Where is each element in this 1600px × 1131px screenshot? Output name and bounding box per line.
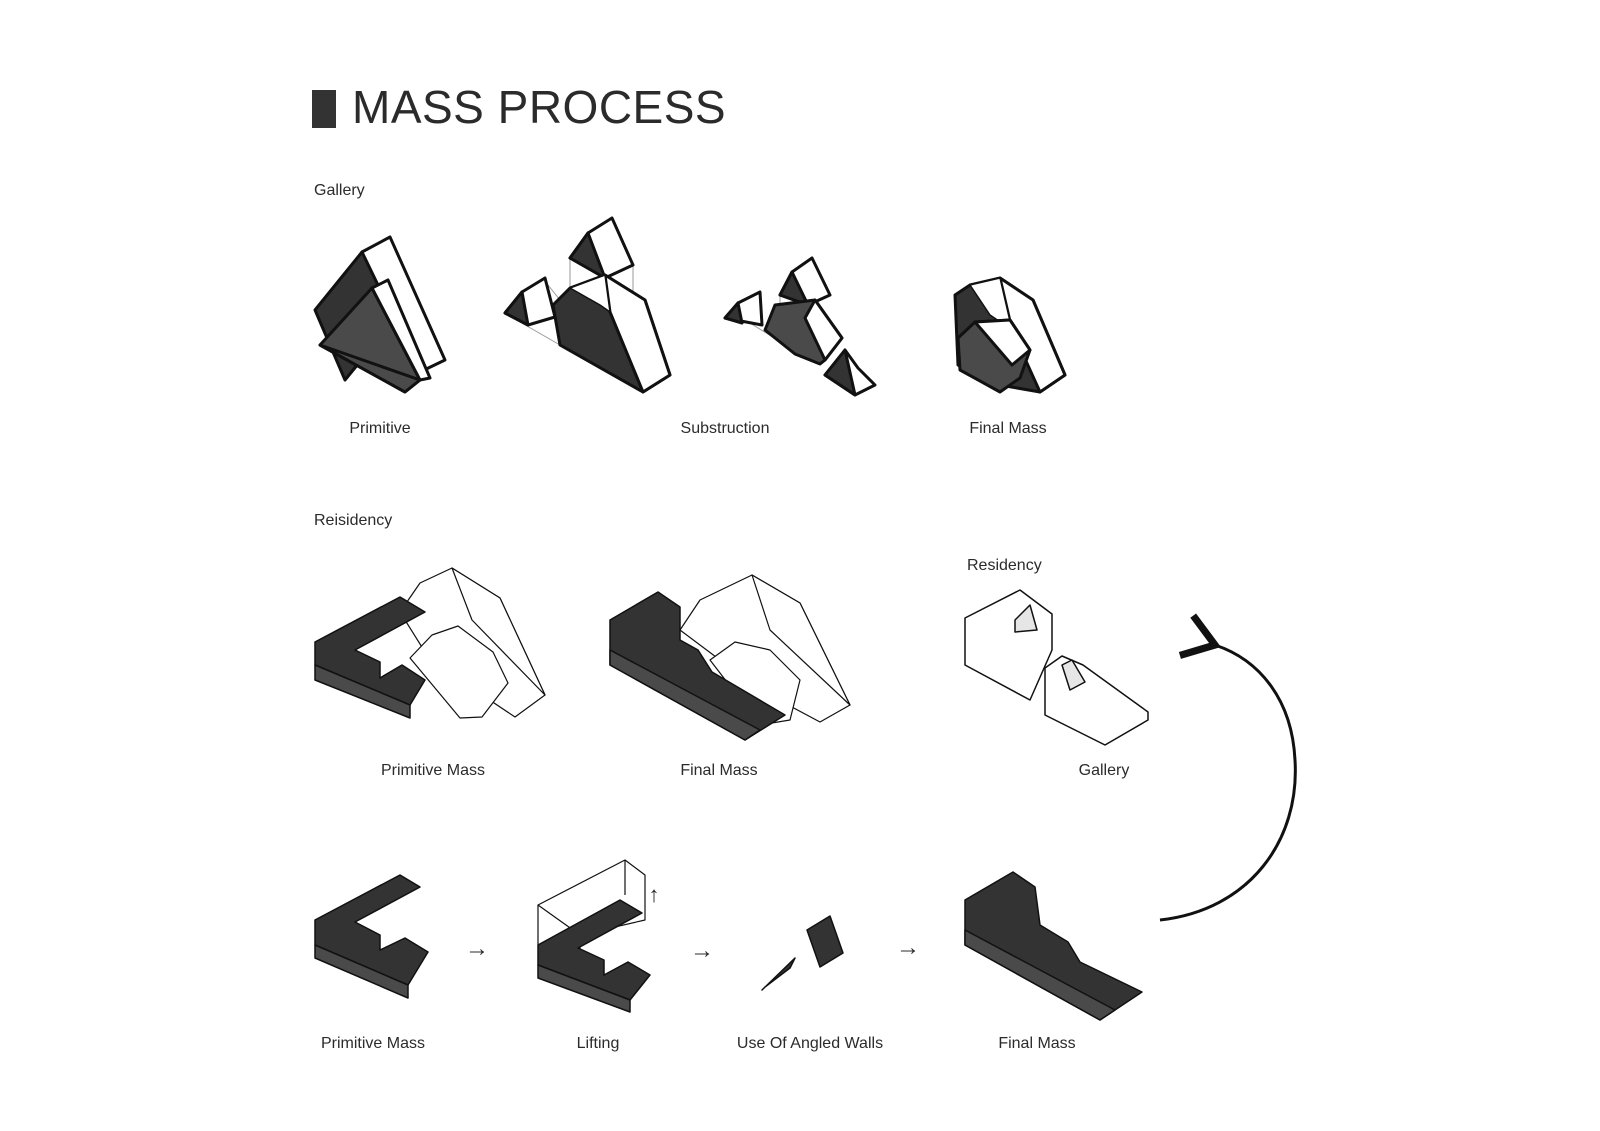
gallery-final-figure [953, 276, 1067, 394]
page-title: MASS PROCESS [352, 81, 727, 133]
caption-gallery-substruction: Substruction [680, 420, 770, 437]
caption-combined-gallery: Gallery [1078, 762, 1130, 779]
process-arrow-3: → [896, 934, 920, 961]
caption-process-primitive: Primitive Mass [320, 1035, 426, 1052]
res-final-figure [609, 574, 851, 741]
process-arrow-1: → [465, 935, 489, 962]
caption-process-angled: Use Of Angled Walls [736, 1035, 884, 1052]
combined-figure [964, 589, 1149, 746]
title-marker [312, 90, 336, 128]
res-primitive-figure [314, 567, 546, 719]
caption-gallery-final: Final Mass [969, 420, 1047, 437]
residency-heading: Reisidency [314, 512, 393, 529]
curved-return-arrow [1159, 613, 1297, 922]
caption-res-final: Final Mass [680, 762, 758, 779]
caption-process-lifting: Lifting [576, 1035, 620, 1052]
gallery-substruction-figure [503, 216, 672, 394]
process-arrow-2: → [690, 937, 714, 964]
process-final-figure [964, 871, 1143, 1021]
gallery-primitive-figure [313, 235, 447, 394]
process-lifting-figure [537, 859, 651, 1013]
process-angled-walls-figure [761, 915, 844, 991]
caption-gallery-primitive: Primitive [349, 420, 411, 437]
gallery-substruction-2-figure [723, 256, 877, 397]
gallery-heading: Gallery [314, 182, 365, 199]
lift-arrow: ↑ [648, 882, 660, 907]
process-primitive-figure [314, 874, 429, 999]
caption-process-final: Final Mass [998, 1035, 1076, 1052]
caption-combined-residency: Residency [967, 557, 1042, 574]
caption-res-primitive: Primitive Mass [380, 762, 486, 779]
